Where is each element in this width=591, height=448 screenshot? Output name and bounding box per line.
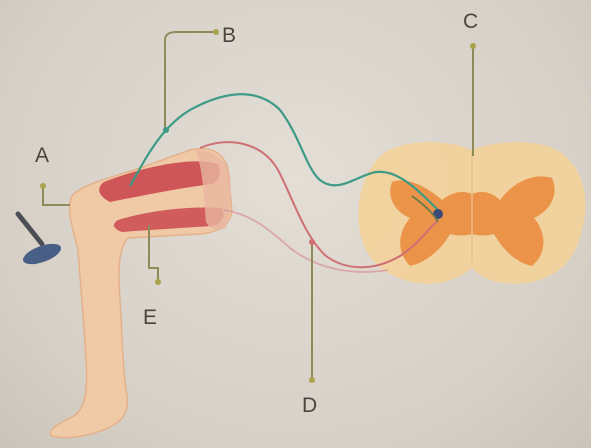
pointer-dot-d [309, 377, 315, 383]
spinal-cord-cross-section [358, 142, 585, 284]
pointer-dot-a [40, 183, 46, 189]
hammer-handle [18, 214, 42, 244]
pointer-a [43, 186, 70, 205]
pointer-dot-b [213, 29, 219, 35]
label-d: D [302, 394, 317, 417]
leg [50, 149, 232, 438]
nerve-dot-motor [309, 239, 315, 245]
label-c: C [463, 10, 478, 33]
label-e: E [143, 306, 157, 329]
pointer-dot-c [470, 43, 476, 49]
pointer-dot-e [155, 279, 161, 285]
label-b: B [222, 24, 236, 47]
reflex-hammer [18, 214, 64, 268]
nerve-dot-sensory [163, 127, 169, 133]
label-a: A [35, 144, 49, 167]
pointer-b [165, 32, 214, 130]
